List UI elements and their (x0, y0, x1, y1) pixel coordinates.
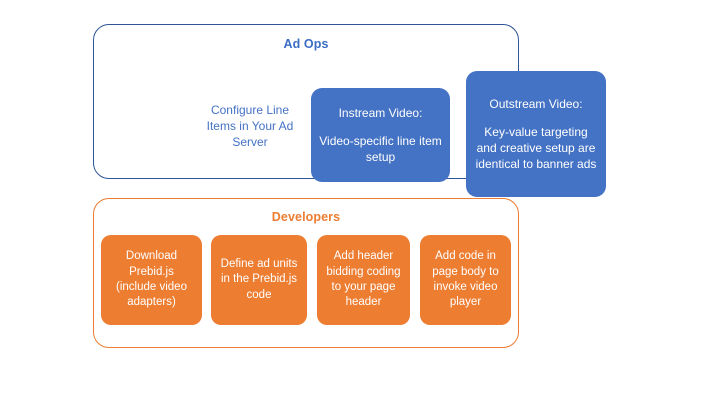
node-outstream-video-heading: Outstream Video: (489, 97, 583, 112)
spacer (473, 112, 599, 123)
node-instream-video-body: Video-specific line item setup (319, 133, 442, 164)
node-outstream-video-body: Key-value targeting and creative setup a… (475, 124, 597, 171)
node-outstream-video[interactable]: Outstream Video: Key-value targeting and… (466, 71, 606, 197)
node-instream-video-heading: Instream Video: (338, 106, 423, 121)
node-instream-video-text: Instream Video: Video-specific line item… (318, 105, 443, 165)
spacer (318, 121, 443, 132)
node-add-header-bidding[interactable]: Add header bidding coding to your page h… (317, 235, 410, 325)
node-configure-line-items: Configure Line Items in Your Ad Server (206, 103, 294, 149)
node-instream-video[interactable]: Instream Video: Video-specific line item… (311, 88, 450, 182)
node-outstream-video-text: Outstream Video: Key-value targeting and… (473, 96, 599, 172)
group-title-ad-ops: Ad Ops (283, 37, 329, 51)
node-download-prebid[interactable]: Download Prebid.js (include video adapte… (101, 235, 202, 325)
group-ad-ops: Ad Ops Configure Line Items in Your Ad S… (93, 24, 606, 197)
node-add-page-body-code[interactable]: Add code in page body to invoke video pl… (420, 235, 511, 325)
node-define-ad-units[interactable]: Define ad units in the Prebid.js code (211, 235, 307, 325)
group-title-developers: Developers (271, 210, 341, 224)
